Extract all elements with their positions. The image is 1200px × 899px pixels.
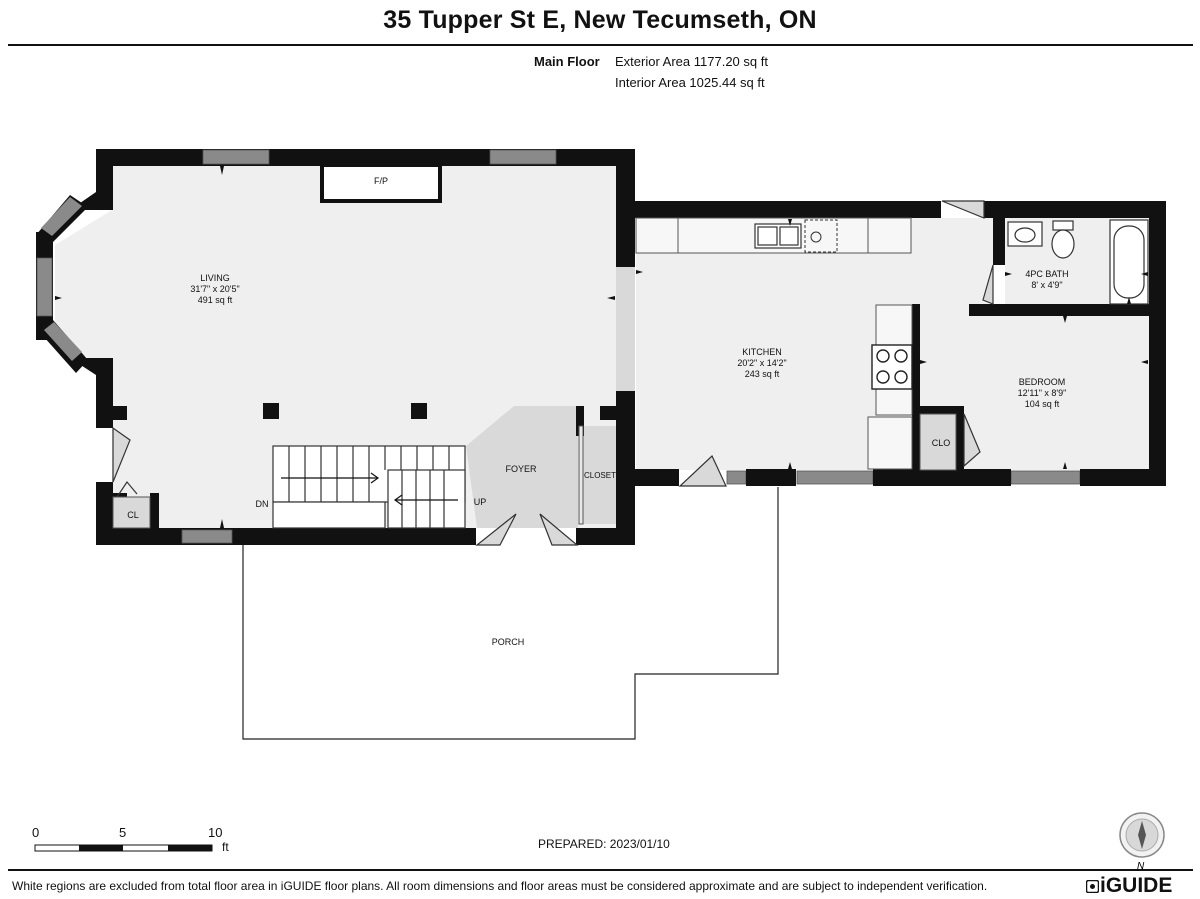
iguide-brand: iGUIDE xyxy=(1100,874,1173,897)
bath-label: 4PC BATH xyxy=(1025,269,1068,279)
kitchen-area: 243 sq ft xyxy=(745,369,780,379)
stove xyxy=(871,344,913,390)
foyer-label: FOYER xyxy=(505,464,537,474)
porch-outline xyxy=(242,487,779,740)
title-divider xyxy=(8,44,1193,46)
foyer-floor xyxy=(466,406,578,528)
exterior-area: Exterior Area 1177.20 sq ft xyxy=(615,54,768,69)
disclaimer-text: White regions are excluded from total fl… xyxy=(12,879,988,893)
living-floor xyxy=(55,165,616,528)
dimension-markers xyxy=(55,166,1148,528)
scale-tick-5: 5 xyxy=(119,825,127,840)
compass-icon: N xyxy=(1119,812,1165,871)
fireplace-label: F/P xyxy=(374,176,388,186)
scale-unit: ft xyxy=(222,840,229,854)
stairs-down-label: DN xyxy=(256,499,269,509)
interior-area: Interior Area 1025.44 sq ft xyxy=(615,75,765,90)
bay-windows xyxy=(41,197,82,361)
kitchen-dims: 20'2" x 14'2" xyxy=(737,358,786,368)
counter-dividers xyxy=(677,218,869,253)
closet-label: CLOSET xyxy=(584,471,616,480)
floor-name: Main Floor xyxy=(534,54,600,69)
prepared-date: PREPARED: 2023/01/10 xyxy=(538,837,670,851)
living-label: LIVING xyxy=(200,273,230,283)
living-dims: 31'7" x 20'5" xyxy=(190,284,239,294)
stairs-up-label: UP xyxy=(474,497,487,507)
scale-tick-10: 10 xyxy=(208,825,223,840)
kitchen-sink xyxy=(754,223,802,249)
floor-plan: LIVING 31'7" x 20'5" 491 sq ft F/P KITCH… xyxy=(34,149,1166,852)
fireplace xyxy=(320,163,442,203)
closet-floor xyxy=(582,426,616,524)
cl-label: CL xyxy=(127,510,139,520)
east-walls xyxy=(635,201,1166,486)
compass-label: N xyxy=(1137,861,1145,871)
doors xyxy=(112,200,994,546)
bedroom-label: BEDROOM xyxy=(1019,377,1066,387)
kitchen-label: KITCHEN xyxy=(742,347,782,357)
scale-bar xyxy=(34,844,213,852)
scale-tick-0: 0 xyxy=(32,825,40,840)
dishwasher xyxy=(804,219,838,253)
bath-dims: 8' x 4'9" xyxy=(1031,280,1062,290)
iguide-logo-icon xyxy=(1086,880,1099,893)
bedroom-dims: 12'11" x 8'9" xyxy=(1018,388,1067,398)
stair-arrows xyxy=(281,472,458,506)
footer-divider xyxy=(8,869,1193,871)
page-title: 35 Tupper St E, New Tecumseth, ON xyxy=(383,6,817,34)
clo-label: CLO xyxy=(932,438,951,448)
living-kitchen-opening xyxy=(616,267,635,391)
closet-doors xyxy=(112,413,957,529)
porch-label: PORCH xyxy=(492,637,525,647)
stairs xyxy=(272,445,466,529)
living-area: 491 sq ft xyxy=(198,295,233,305)
bath-fixtures xyxy=(1007,219,1149,305)
bedroom-area: 104 sq ft xyxy=(1025,399,1060,409)
